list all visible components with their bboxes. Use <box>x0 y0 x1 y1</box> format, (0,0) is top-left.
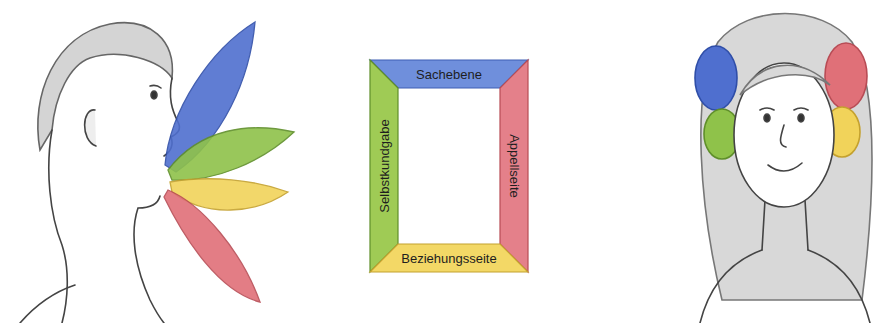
side-label: Appellseite <box>508 134 521 198</box>
frame-side: Selbstkundgabe <box>370 60 398 272</box>
speech-leaves <box>164 22 294 302</box>
side-label: Sachebene <box>416 68 482 81</box>
side-fill <box>370 244 528 272</box>
side-label: Selbstkundgabe <box>378 119 391 212</box>
side-fill <box>500 60 528 272</box>
side-fill <box>370 60 398 272</box>
listener-figure <box>695 14 872 323</box>
frame-side: Appellseite <box>500 60 528 272</box>
speaker-figure <box>20 23 179 323</box>
side-label: Beziehungsseite <box>401 252 496 265</box>
frame-side: Beziehungsseite <box>370 244 528 272</box>
